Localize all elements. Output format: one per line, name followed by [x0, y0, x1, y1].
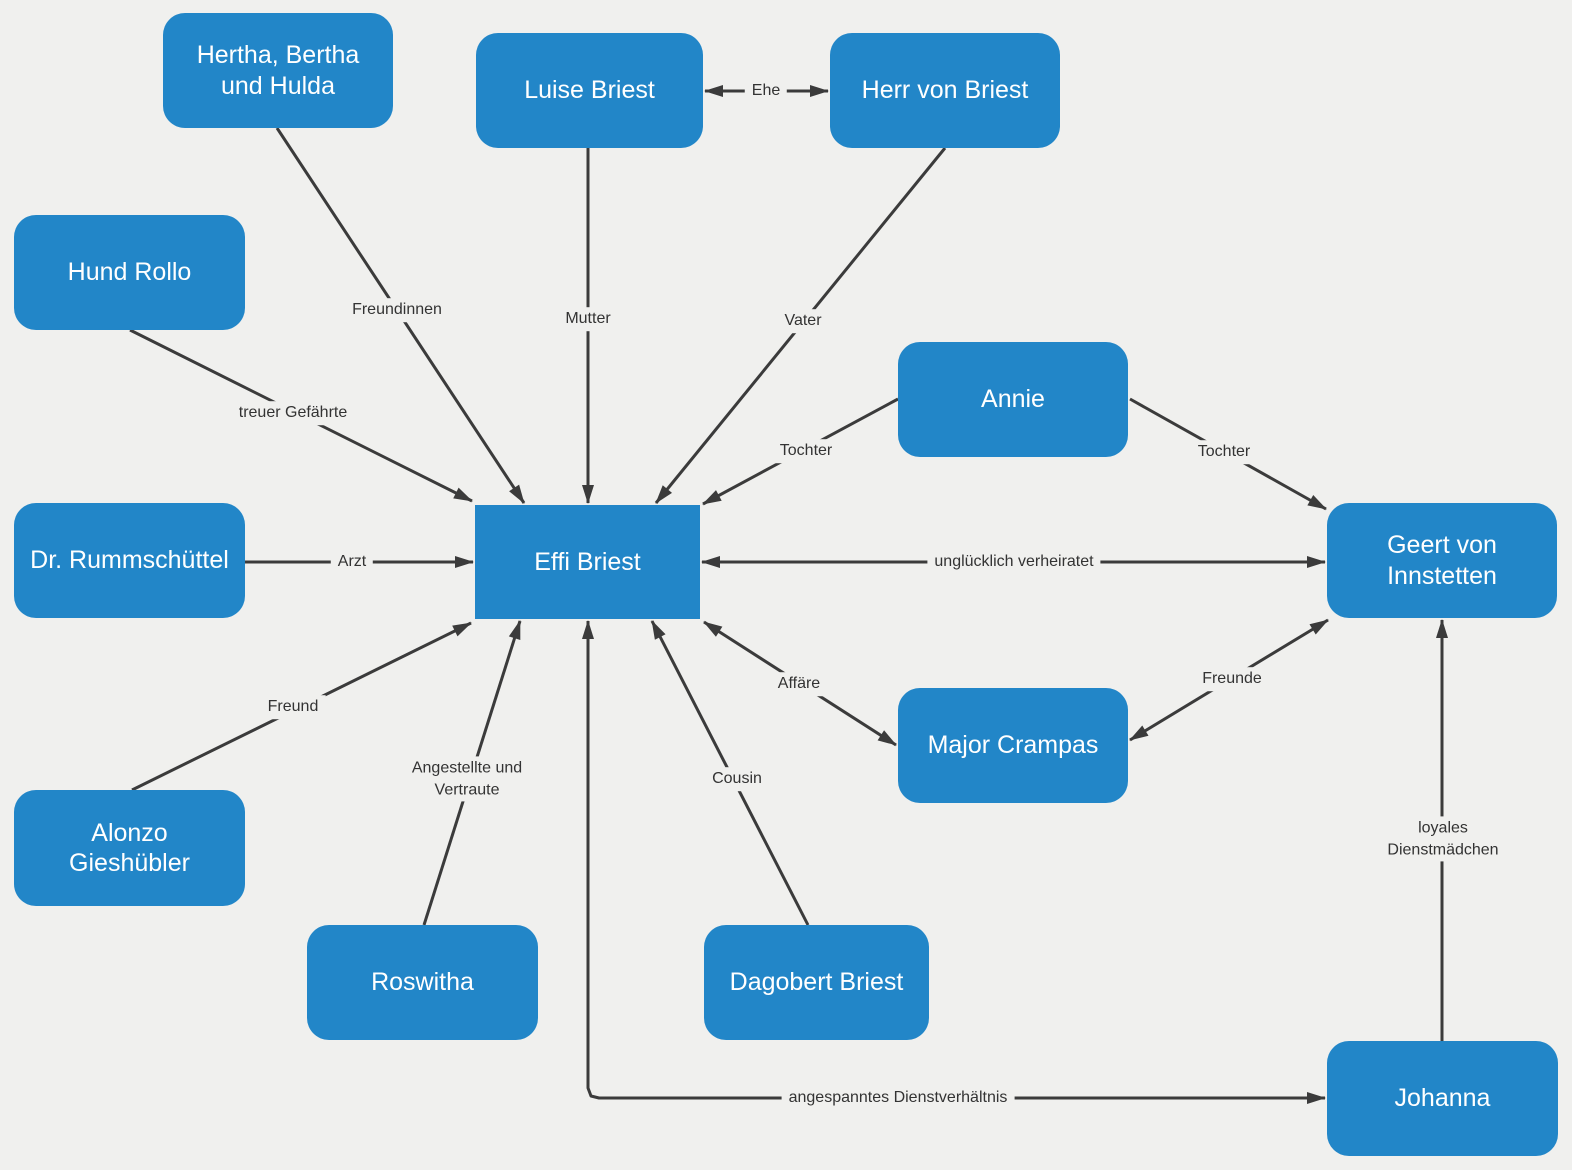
- edge-label-luise-effi: Mutter: [558, 307, 618, 331]
- edge-label-rummschuettel-effi: Arzt: [330, 550, 374, 574]
- edge-label-alonzo-effi: Freund: [260, 695, 326, 719]
- node-effi[interactable]: Effi Briest: [475, 505, 700, 619]
- edge-label-roswitha-effi: Angestellte und Vertraute: [404, 756, 530, 802]
- edge-label-rollo-effi: treuer Gefährte: [231, 401, 355, 425]
- edge-label-annie-effi: Tochter: [772, 439, 840, 463]
- edge-label-dagobert-effi: Cousin: [705, 767, 769, 791]
- node-rollo[interactable]: Hund Rollo: [14, 215, 245, 330]
- edge-label-effi-crampas: Affäre: [770, 672, 828, 696]
- node-luise[interactable]: Luise Briest: [476, 33, 703, 148]
- edge-label-luise-herr: Ehe: [744, 79, 788, 103]
- edge-label-herr-effi: Vater: [777, 309, 829, 333]
- node-dagobert[interactable]: Dagobert Briest: [704, 925, 929, 1040]
- node-alonzo[interactable]: Alonzo Gieshübler: [14, 790, 245, 906]
- edge-label-johanna-geert: loyales Dienstmädchen: [1378, 816, 1508, 862]
- edge-label-crampas-geert: Freunde: [1195, 667, 1269, 691]
- node-geert[interactable]: Geert von Innstetten: [1327, 503, 1557, 618]
- edge-label-effi-johanna: angespanntes Dienstverhältnis: [781, 1086, 1015, 1110]
- node-annie[interactable]: Annie: [898, 342, 1128, 457]
- node-roswitha[interactable]: Roswitha: [307, 925, 538, 1040]
- edge-label-annie-geert: Tochter: [1190, 440, 1258, 464]
- node-hertha[interactable]: Hertha, Bertha und Hulda: [163, 13, 393, 128]
- node-johanna[interactable]: Johanna: [1327, 1041, 1558, 1156]
- edge-label-hertha-effi: Freundinnen: [345, 298, 449, 322]
- node-rummschuettel[interactable]: Dr. Rummschüttel: [14, 503, 245, 618]
- node-herr[interactable]: Herr von Briest: [830, 33, 1060, 148]
- node-crampas[interactable]: Major Crampas: [898, 688, 1128, 803]
- edge-label-effi-geert: unglücklich verheiratet: [927, 550, 1101, 574]
